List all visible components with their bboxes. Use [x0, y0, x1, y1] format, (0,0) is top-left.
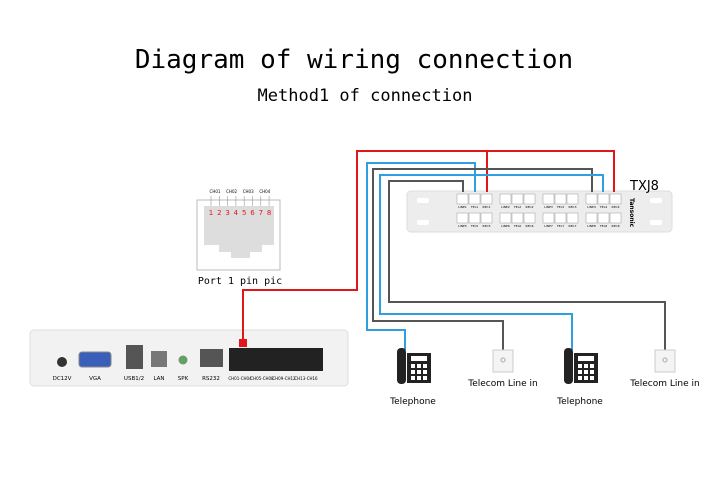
- rj11-jack: [554, 193, 567, 205]
- recorder-device: DC12V VGA USB1/2 LAN SPK RS232 CH01-CH04CH05-C…: [29, 329, 349, 387]
- rj11-jack: [511, 193, 524, 205]
- pin-caption: Port 1 pin pic: [198, 276, 282, 287]
- wall-jack-icon: [492, 349, 514, 373]
- jack-label: LINE5: [458, 224, 467, 228]
- jack-label: LINE7: [544, 224, 553, 228]
- port-label: CH01-CH04: [228, 376, 252, 381]
- rj11-jack: [480, 193, 493, 205]
- jack-label: REC8: [612, 224, 620, 228]
- gray-wire-1: [372, 168, 593, 350]
- port-label: CH09-CH12: [272, 376, 296, 381]
- rj11-jack: [523, 212, 536, 224]
- jack-label: REC2: [526, 205, 534, 209]
- channel-label: CH03: [243, 189, 254, 194]
- telecom-label: Telecom Line in: [467, 379, 537, 389]
- wires: [242, 150, 666, 350]
- jack-label: LINE2: [501, 205, 510, 209]
- jack-label: LINE8: [587, 224, 596, 228]
- jack-label: REC3: [569, 205, 577, 209]
- rj11-jack: [609, 193, 622, 205]
- pin-number: 2: [217, 209, 221, 217]
- jack-label: TEL6: [513, 224, 521, 228]
- port-label: SPK: [178, 376, 189, 382]
- jack-label: TEL1: [470, 205, 478, 209]
- rj11-jack: [566, 212, 579, 224]
- jack-label: LINE6: [501, 224, 510, 228]
- port-label: USB1/2: [124, 376, 144, 382]
- pin-number: 3: [225, 209, 229, 217]
- channel-label: CH01: [210, 189, 221, 194]
- telephone-label: Telephone: [556, 397, 603, 407]
- rj11-jack: [554, 212, 567, 224]
- port-label: VGA: [89, 376, 101, 382]
- channel-label: CH04: [259, 189, 270, 194]
- jack-label: TEL2: [513, 205, 521, 209]
- rj11-jack: [585, 212, 598, 224]
- blue-wire-2: [379, 174, 604, 350]
- rj11-jack: [597, 193, 610, 205]
- pin-number: 5: [242, 209, 246, 217]
- jack-label: TEL3: [556, 205, 564, 209]
- jack-label: TEL4: [599, 205, 607, 209]
- port-label: DC12V: [53, 376, 72, 382]
- blue-wire-1: [366, 162, 476, 350]
- jack-label: TEL7: [556, 224, 564, 228]
- subtitle: Method1 of connection: [258, 86, 473, 106]
- title: Diagram of wiring connection: [135, 45, 573, 75]
- pin-number: 1: [209, 209, 213, 217]
- rj11-jack: [468, 212, 481, 224]
- jack-label: REC5: [483, 224, 491, 228]
- rj11-jack: [585, 193, 598, 205]
- jack-label: LINE1: [458, 205, 467, 209]
- jack-label: TEL5: [470, 224, 478, 228]
- port-label: CH13-CH16: [294, 376, 318, 381]
- brand-label: Tansonic: [628, 198, 635, 228]
- rj11-jack: [499, 193, 512, 205]
- gray-wire-2: [388, 180, 666, 350]
- jack-label: LINE3: [544, 205, 553, 209]
- rj11-jack: [609, 212, 622, 224]
- jack-label: REC6: [526, 224, 534, 228]
- rj11-jack: [456, 212, 469, 224]
- port-label: CH05-CH08: [250, 376, 274, 381]
- rj11-jack: [468, 193, 481, 205]
- jack-label: REC4: [612, 205, 620, 209]
- telephone-label: Telephone: [389, 397, 436, 407]
- rj11-jack: [542, 212, 555, 224]
- rj11-jack: [511, 212, 524, 224]
- jack-label: REC1: [483, 205, 491, 209]
- pin-number: 6: [250, 209, 255, 217]
- rj11-jack: [542, 193, 555, 205]
- pin-number: 4: [234, 209, 239, 217]
- jack-label: LINE4: [587, 205, 596, 209]
- rj11-jack: [597, 212, 610, 224]
- rj11-jack: [566, 193, 579, 205]
- telephone-icon: [397, 348, 431, 384]
- pin-number: 8: [267, 209, 271, 217]
- telecom-label: Telecom Line in: [629, 379, 699, 389]
- rj11-jack: [523, 193, 536, 205]
- jack-label: REC7: [569, 224, 577, 228]
- rj11-jack: [499, 212, 512, 224]
- port-label: LAN: [153, 376, 164, 382]
- rj11-jack: [480, 212, 493, 224]
- jack-label: TEL8: [599, 224, 607, 228]
- wall-jack-icon: [654, 349, 676, 373]
- port-label: RS232: [202, 376, 220, 382]
- model-label: TXJ8: [629, 179, 659, 194]
- telephone-icon: [564, 348, 598, 384]
- channel-label: CH02: [226, 189, 237, 194]
- red-wire: [242, 150, 615, 339]
- rj11-jack: [456, 193, 469, 205]
- pin-number: 7: [259, 209, 263, 217]
